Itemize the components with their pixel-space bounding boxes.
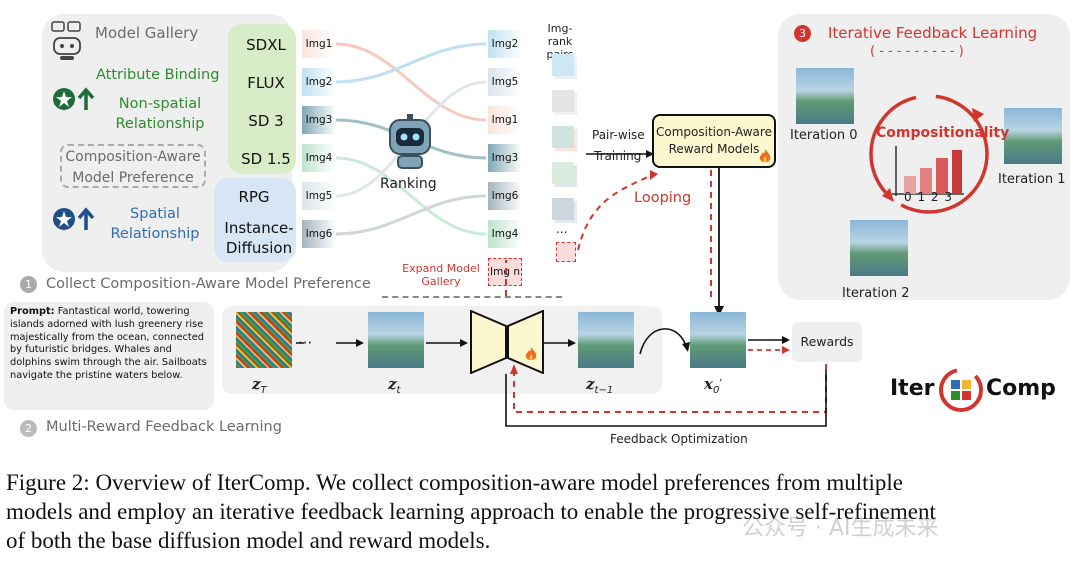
prompt-label: Prompt: (10, 306, 55, 317)
z-t-label: zt (388, 375, 401, 397)
left-img-4: Img4 (302, 144, 336, 172)
iteration2-image (850, 220, 908, 276)
dots-arrow: ··· (298, 334, 313, 352)
logo-comp: Comp (986, 376, 1056, 401)
model-sd15: SD 1.5 (241, 150, 291, 168)
section-divider (382, 296, 562, 298)
prompt-box (4, 302, 214, 410)
compositionality-cycle (869, 94, 989, 214)
noise-image (236, 312, 292, 368)
iterative-title: Iterative Feedback Learning (828, 24, 1038, 42)
section1-number: 1 (20, 276, 37, 293)
pair-stack-2 (552, 90, 574, 112)
feedback-loop (505, 364, 827, 427)
figure-caption: Figure 2: Overview of IterComp. We colle… (6, 468, 1076, 555)
section2-number: 2 (20, 420, 37, 437)
green-model-box (228, 24, 296, 174)
model-flux: FLUX (247, 74, 285, 92)
ranking-robot-icon (386, 114, 434, 170)
prompt-body: Fantastical world, towering islands ador… (10, 306, 207, 381)
iteration2-label: Iteration 2 (842, 286, 910, 301)
pair-stack-4 (552, 162, 574, 184)
pair-stack-1 (552, 54, 574, 76)
training-arrow (586, 144, 654, 163)
star-up-icon (52, 86, 98, 116)
caption-line-3: of both the base diffusion model and rew… (6, 528, 491, 553)
unet-block (470, 309, 544, 378)
section3-number: 3 (794, 25, 811, 42)
x0-image (690, 312, 746, 368)
iterative-arrow-decor: ( - - - - - - - - - ) (870, 44, 964, 59)
model-rpg: RPG (238, 188, 270, 206)
section2-label: Multi-Reward Feedback Learning (46, 419, 282, 435)
arrow-3 (544, 339, 576, 347)
z-t1-image (578, 312, 634, 368)
pair-stack-3 (552, 126, 574, 148)
iteration1-image (1004, 108, 1062, 164)
caption-line-2: models and employ an iterative feedback … (6, 499, 936, 524)
blue-model-box (214, 178, 296, 262)
pair-ellipsis: ... (556, 222, 568, 236)
rewards-box: Rewards (792, 322, 862, 362)
z-T-label: zT (252, 375, 267, 397)
x0-label: x0′ (704, 375, 723, 397)
attribute-binding-label: Attribute Binding (96, 67, 220, 83)
left-img-6: Img6 (302, 220, 336, 248)
caption-line-1: Figure 2: Overview of IterComp. We colle… (6, 470, 903, 495)
feedback-optimization-label: Feedback Optimization (610, 432, 748, 446)
reward-down-arrow (714, 168, 724, 322)
pair-wise-label: Pair-wise (592, 128, 645, 142)
iteration0-label: Iteration 0 (790, 128, 858, 143)
arrow-2 (426, 339, 468, 347)
left-img-2: Img2 (302, 68, 336, 96)
looping-label: Looping (634, 190, 692, 206)
right-img-2: Img2 (488, 30, 522, 58)
model-instance-diffusion: Instance-Diffusion (224, 219, 294, 257)
training-label: Training (594, 149, 642, 163)
left-img-3: Img3 (302, 106, 336, 134)
reward-models-label: Composition-Aware Reward Models (656, 125, 772, 156)
ranking-label: Ranking (380, 176, 437, 192)
logo-iter: Iter (890, 376, 935, 401)
left-img-5: Img5 (302, 182, 336, 210)
watermark: 公众号 · AI生成未来 (742, 516, 939, 541)
expand-gallery-label: Expand Model Gallery (402, 262, 480, 288)
unet-flame-icon (524, 346, 538, 366)
model-sdxl: SDXL (246, 36, 286, 54)
non-spatial-label: Non-spatial Relationship (115, 96, 205, 132)
right-img-6: Img6 (488, 182, 522, 210)
star-up-icon-2 (52, 206, 98, 236)
right-img-1: Img1 (488, 106, 522, 134)
iteration0-image (796, 68, 854, 124)
curve-arrow (639, 328, 690, 355)
spatial-label: Spatial Relationship (110, 206, 200, 242)
model-gallery-title: Model Gallery (95, 24, 199, 42)
pair-stack-5 (552, 198, 574, 220)
axis-ticks: 0 1 2 3 (904, 190, 953, 204)
compositionality-label: Compositionality (876, 125, 1010, 141)
right-img-3: Img3 (488, 144, 522, 172)
rewards-arrow (748, 336, 790, 354)
itercomp-logo: Iter Comp (890, 368, 1056, 412)
z-t1-label: zt−1 (586, 375, 614, 397)
left-img-1: Img1 (302, 30, 336, 58)
reward-models-box (652, 114, 776, 168)
arrow-1 (296, 339, 364, 347)
pair-stack-new (556, 242, 576, 262)
z-t-image (368, 312, 424, 368)
right-img-5: Img5 (488, 68, 522, 96)
iteration1-label: Iteration 1 (998, 172, 1066, 187)
prompt-text: Prompt: Fantastical world, towering isla… (10, 306, 210, 383)
robot-icon (46, 20, 88, 62)
composition-pref-label: Composition-Aware Model Preference (60, 144, 206, 188)
section1-label: Collect Composition-Aware Model Preferen… (46, 276, 371, 292)
looping-arrows (505, 170, 712, 300)
right-img-4: Img4 (488, 220, 522, 248)
model-sd3: SD 3 (248, 112, 284, 130)
flame-icon (758, 148, 772, 168)
